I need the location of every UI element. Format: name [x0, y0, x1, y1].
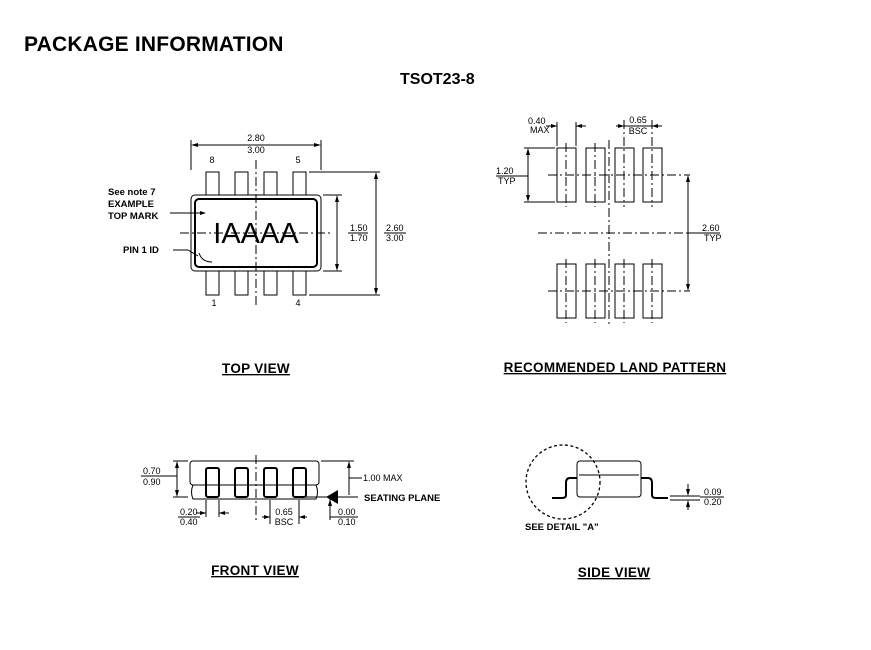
front-height-min: 0.70: [143, 466, 161, 476]
lead: [263, 269, 278, 296]
land-pattern-caption: RECOMMENDED LAND PATTERN: [504, 360, 727, 375]
width-dim-max: 3.00: [247, 145, 265, 155]
total-dim-min: 2.60: [386, 223, 404, 233]
total-dim-max: 3.00: [386, 233, 404, 243]
top-view: IAAAA 8 5 1 4 2.80 3.00 1.50 1.70 2.60 3…: [108, 133, 406, 376]
top-view-caption: TOP VIEW: [222, 361, 290, 376]
width-dim-min: 2.80: [247, 133, 265, 143]
side-lead-left: [552, 477, 577, 499]
lead-width-min: 0.20: [180, 507, 198, 517]
pad-width-label: MAX: [530, 125, 550, 135]
front-view: 0.70 0.90 1.00 MAX SEATING PLANE 0.20 0.…: [141, 455, 440, 578]
side-view: SEE DETAIL "A" 0.09 0.20 SIDE VIEW: [525, 444, 724, 580]
lead-thickness-max: 0.20: [704, 497, 722, 507]
detail-a-circle: [525, 444, 601, 520]
side-lead-right: [641, 477, 668, 499]
land-pattern-view: 0.40 MAX 0.65 BSC 1.20 TYP 2.60 TYP RECO…: [496, 115, 726, 375]
note-line-3: TOP MARK: [108, 211, 158, 222]
front-height-max: 0.90: [143, 477, 161, 487]
pin-number-8: 8: [209, 155, 214, 165]
body-dim-max: 1.70: [350, 233, 368, 243]
front-lead: [234, 467, 249, 498]
lead: [205, 171, 220, 198]
front-body: [189, 460, 320, 486]
front-pitch-label: BSC: [275, 517, 294, 527]
pin-number-1: 1: [211, 298, 216, 308]
lead: [292, 269, 307, 296]
standoff-min: 0.00: [338, 507, 356, 517]
pad-length-value: 1.20: [496, 166, 514, 176]
top-mark-text: IAAAA: [213, 218, 299, 250]
row-spacing-label: TYP: [704, 233, 722, 243]
body-dim-min: 1.50: [350, 223, 368, 233]
seating-plane-label: SEATING PLANE: [364, 493, 440, 504]
front-lead: [292, 467, 307, 498]
front-lead: [263, 467, 278, 498]
lead: [292, 171, 307, 198]
pitch-value: 0.65: [629, 115, 647, 125]
pitch-label: BSC: [629, 126, 648, 136]
side-view-caption: SIDE VIEW: [578, 565, 650, 580]
page-title: PACKAGE INFORMATION: [24, 33, 284, 56]
pin-number-5: 5: [295, 155, 300, 165]
front-pitch-value: 0.65: [275, 507, 293, 517]
lead-width-max: 0.40: [180, 517, 198, 527]
front-lead: [205, 467, 220, 498]
detail-a-label: SEE DETAIL "A": [525, 522, 599, 533]
pin1-id-label: PIN 1 ID: [123, 245, 159, 256]
pin-number-4: 4: [295, 298, 300, 308]
front-body-lower: [191, 484, 318, 500]
max-height-label: 1.00 MAX: [363, 473, 403, 483]
front-view-caption: FRONT VIEW: [211, 563, 299, 578]
package-name: TSOT23-8: [400, 71, 475, 88]
row-spacing-value: 2.60: [702, 223, 720, 233]
lead: [263, 171, 278, 198]
lead: [234, 269, 249, 296]
lead-thickness-min: 0.09: [704, 487, 722, 497]
lead: [205, 269, 220, 296]
lead: [234, 171, 249, 198]
pad-length-label: TYP: [498, 176, 516, 186]
note-line-2: EXAMPLE: [108, 199, 154, 210]
pin1-arc: [198, 252, 213, 263]
standoff-max: 0.10: [338, 517, 356, 527]
side-body: [576, 460, 642, 498]
pad-width-value: 0.40: [528, 116, 546, 126]
note-line-1: See note 7: [108, 187, 156, 198]
